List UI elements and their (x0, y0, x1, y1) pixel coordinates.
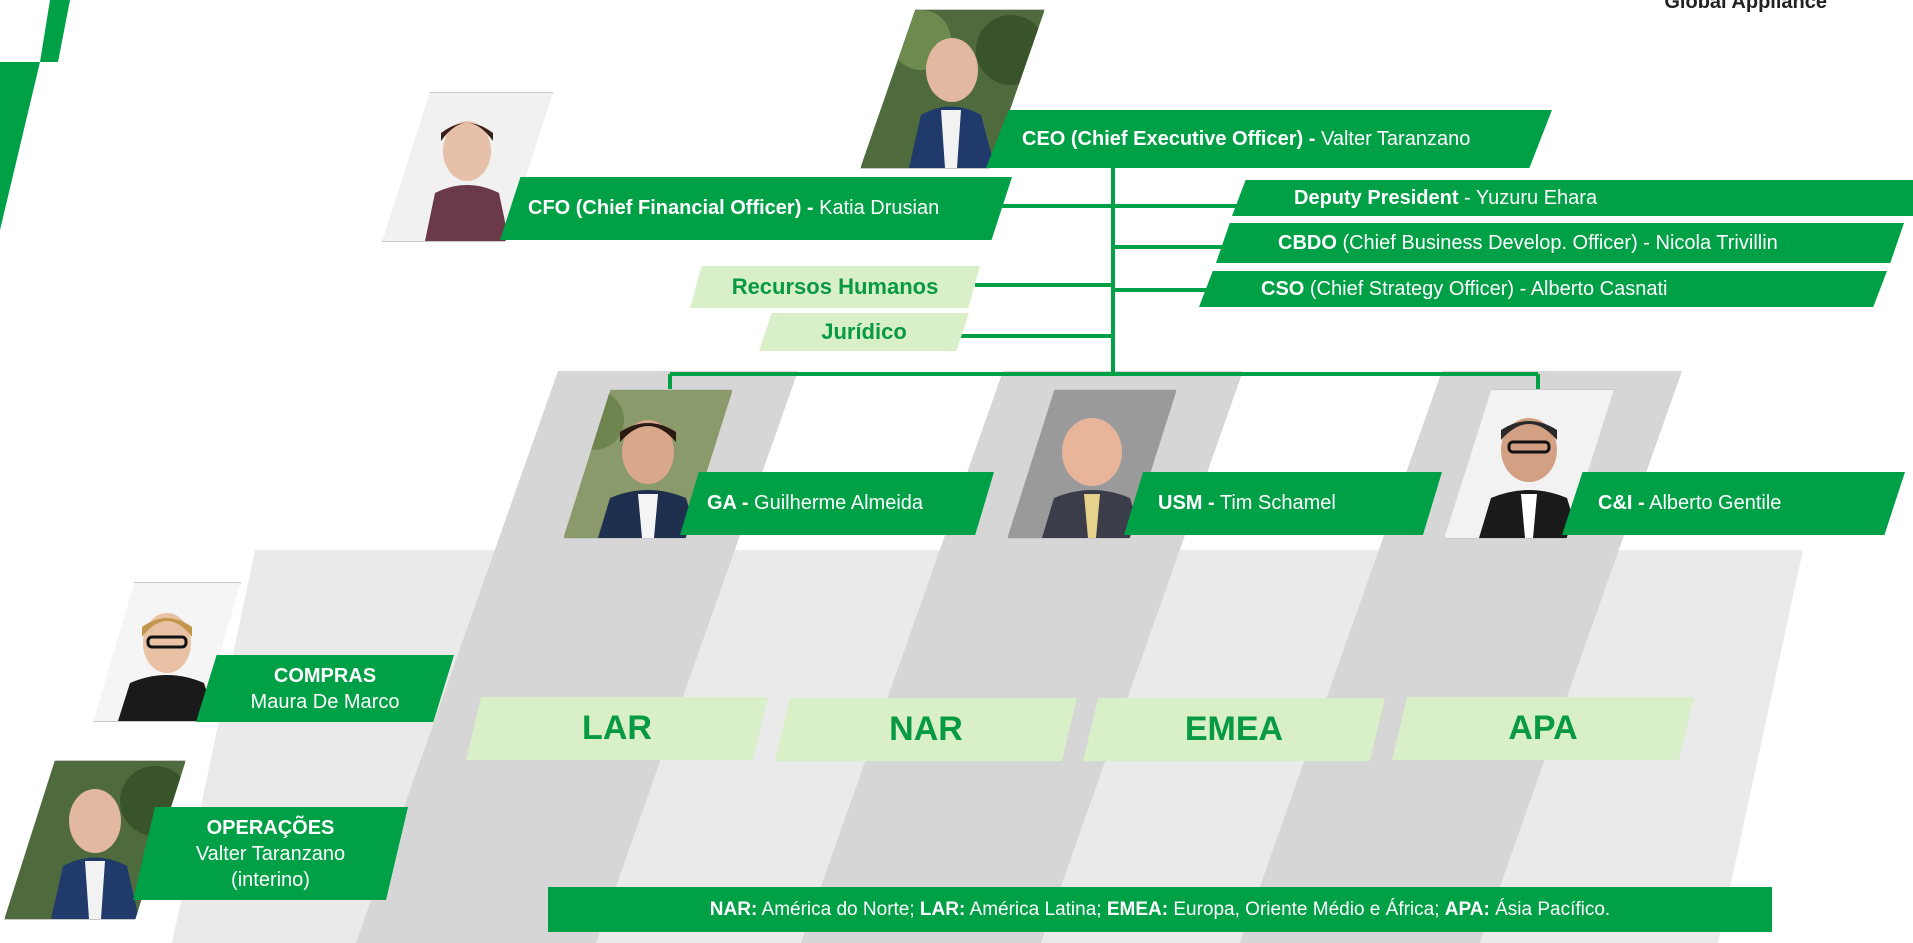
ga-box: GA - Guilherme Almeida (680, 472, 994, 535)
region-nar: NAR (775, 698, 1077, 761)
region-emea: EMEA (1083, 698, 1385, 761)
ga-name: Guilherme Almeida (748, 492, 924, 514)
ci-box: C&I - Alberto Gentile (1562, 472, 1905, 535)
region-apa: APA (1392, 697, 1694, 760)
legend-bar: NAR: América do Norte; LAR: América Lati… (548, 887, 1772, 932)
cfo-name: Katia Drusian (813, 197, 940, 219)
corner-stripe-left (0, 62, 40, 230)
cfo-box: CFO (Chief Financial Officer) - Katia Dr… (500, 177, 1012, 240)
legend-val-nar: América do Norte; (757, 898, 920, 920)
legend-val-emea: Europa, Oriente Médio e África; (1168, 898, 1445, 920)
deputy-name: - Yuzuru Ehara (1458, 186, 1598, 209)
operacoes-name: Valter Taranzano (195, 842, 346, 865)
usm-box: USM - Tim Schamel (1124, 472, 1442, 535)
ga-role: GA - (707, 492, 749, 514)
ceo-box: CEO (Chief Executive Officer) - Valter T… (986, 110, 1552, 168)
legal-label: Jurídico (821, 319, 907, 344)
legend-key-apa: APA: (1444, 898, 1490, 920)
region-emea-label: EMEA (1184, 710, 1284, 748)
cso-name: (Chief Strategy Officer) - Alberto Casna… (1304, 277, 1668, 300)
operacoes-box: OPERAÇÕES Valter Taranzano (interino) (133, 807, 408, 900)
cbdo-box: CBDO (Chief Business Develop. Officer) -… (1216, 223, 1904, 263)
legend-key-emea: EMEA: (1106, 898, 1169, 920)
legend-val-lar: América Latina; (965, 898, 1107, 920)
corner-heading: Global Appliance (1664, 0, 1827, 13)
corner-stripe-top (40, 0, 70, 62)
cbdo-name: (Chief Business Develop. Officer) - Nico… (1336, 231, 1778, 254)
deputy-president-box: Deputy President - Yuzuru Ehara (1232, 180, 1913, 216)
compras-title: COMPRAS (273, 664, 377, 687)
deputy-role: Deputy President (1294, 186, 1459, 209)
ci-role: C&I - (1598, 492, 1645, 514)
usm-name: Tim Schamel (1214, 492, 1336, 514)
operacoes-note: (interino) (231, 868, 310, 891)
region-apa-label: APA (1508, 709, 1578, 747)
ceo-name: Valter Taranzano (1315, 127, 1471, 150)
region-lar-label: LAR (582, 709, 652, 747)
connector-lines (668, 168, 1540, 390)
hr-box: Recursos Humanos (690, 266, 980, 308)
cfo-role: CFO (Chief Financial Officer) - (528, 197, 814, 219)
region-lar: LAR (466, 697, 768, 760)
hr-label: Recursos Humanos (731, 274, 939, 299)
cso-role: CSO (1261, 277, 1305, 300)
legend-key-lar: LAR: (919, 898, 966, 920)
legal-box: Jurídico (759, 313, 969, 351)
usm-role: USM - (1158, 492, 1215, 514)
compras-name: Maura De Marco (250, 690, 400, 713)
legend-text: NAR: América do Norte; LAR: América Lati… (710, 899, 1610, 921)
ci-name: Alberto Gentile (1644, 492, 1782, 514)
legend-val-apa: Ásia Pacífico. (1489, 898, 1611, 920)
cso-box: CSO (Chief Strategy Officer) - Alberto C… (1199, 271, 1887, 307)
operacoes-title: OPERAÇÕES (206, 816, 335, 839)
ceo-role: CEO (Chief Executive Officer) - (1022, 127, 1316, 150)
compras-box: COMPRAS Maura De Marco (196, 655, 454, 722)
legend-key-nar: NAR: (709, 898, 758, 920)
cbdo-role: CBDO (1278, 231, 1337, 254)
region-nar-label: NAR (889, 710, 963, 748)
